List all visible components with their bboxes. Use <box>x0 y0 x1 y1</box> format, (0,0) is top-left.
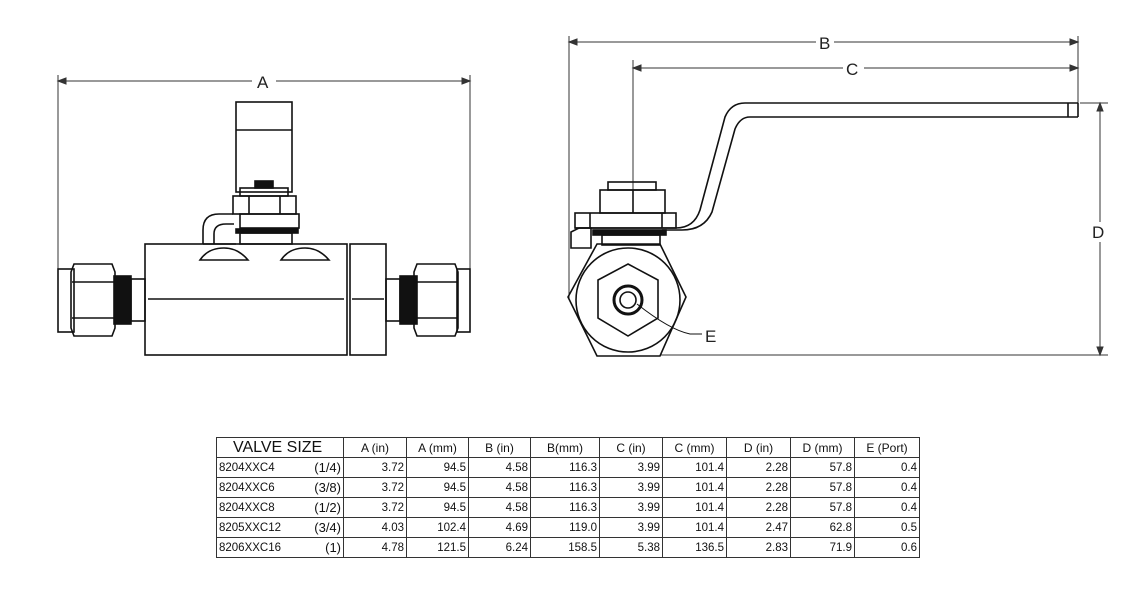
cell-model: 8206XXC16 <box>216 537 303 558</box>
cell-value: 4.03 <box>343 517 407 538</box>
cell-model: 8204XXC8 <box>216 497 303 518</box>
cell-value: 102.4 <box>406 517 469 538</box>
dimension-d <box>660 101 1108 357</box>
cell-value: 121.5 <box>406 537 469 558</box>
header-valve-size: VALVE SIZE <box>216 437 344 458</box>
cell-value: 116.3 <box>530 477 600 498</box>
dim-label-c: C <box>846 60 858 79</box>
cell-size: (3/4) <box>303 517 344 538</box>
cell-value: 3.72 <box>343 497 407 518</box>
cell-size: (1/4) <box>303 457 344 478</box>
cell-size: (1) <box>303 537 344 558</box>
cell-value: 94.5 <box>406 457 469 478</box>
cell-value: 71.9 <box>790 537 855 558</box>
header-c-mm: C (mm) <box>662 437 727 458</box>
cell-value: 5.38 <box>599 537 663 558</box>
cell-model: 8205XXC12 <box>216 517 303 538</box>
cell-value: 0.4 <box>854 477 920 498</box>
cell-value: 158.5 <box>530 537 600 558</box>
dim-label-d: D <box>1092 223 1104 242</box>
cell-value: 57.8 <box>790 477 855 498</box>
cell-model: 8204XXC6 <box>216 477 303 498</box>
cell-value: 4.78 <box>343 537 407 558</box>
cell-value: 2.47 <box>726 517 791 538</box>
cell-value: 101.4 <box>662 517 727 538</box>
cell-value: 0.6 <box>854 537 920 558</box>
cell-model: 8204XXC4 <box>216 457 303 478</box>
cell-value: 119.0 <box>530 517 600 538</box>
cell-value: 3.99 <box>599 497 663 518</box>
valve-technical-drawing: A B <box>56 34 1108 357</box>
cell-size: (1/2) <box>303 497 344 518</box>
cell-value: 4.69 <box>468 517 531 538</box>
header-e-port: E (Port) <box>854 437 920 458</box>
cell-value: 101.4 <box>662 457 727 478</box>
cell-value: 4.58 <box>468 457 531 478</box>
cell-value: 6.24 <box>468 537 531 558</box>
dimension-c <box>631 60 1080 190</box>
header-d-in: D (in) <box>726 437 791 458</box>
cell-value: 101.4 <box>662 477 727 498</box>
header-b-mm: B(mm) <box>530 437 600 458</box>
cell-value: 2.83 <box>726 537 791 558</box>
cell-value: 3.99 <box>599 477 663 498</box>
cell-value: 57.8 <box>790 497 855 518</box>
dimension-a <box>56 75 472 270</box>
cell-value: 3.72 <box>343 477 407 498</box>
cell-value: 4.58 <box>468 497 531 518</box>
cell-value: 0.4 <box>854 457 920 478</box>
cell-size: (3/8) <box>303 477 344 498</box>
cell-value: 0.5 <box>854 517 920 538</box>
cell-value: 57.8 <box>790 457 855 478</box>
dimension-b <box>567 36 1080 300</box>
dim-label-e: E <box>705 327 716 346</box>
cell-value: 136.5 <box>662 537 727 558</box>
valve-size-table: VALVE SIZE A (in) A (mm) B (in) B(mm) C … <box>216 437 920 558</box>
cell-value: 2.28 <box>726 477 791 498</box>
cell-value: 2.28 <box>726 457 791 478</box>
side-view: B C D E <box>567 34 1108 357</box>
cell-value: 3.99 <box>599 517 663 538</box>
dim-label-b: B <box>819 34 830 53</box>
header-b-in: B (in) <box>468 437 531 458</box>
table-header-row: VALVE SIZE A (in) A (mm) B (in) B(mm) C … <box>216 437 920 458</box>
cell-value: 94.5 <box>406 477 469 498</box>
cell-value: 94.5 <box>406 497 469 518</box>
header-a-in: A (in) <box>343 437 407 458</box>
header-c-in: C (in) <box>599 437 663 458</box>
cell-value: 62.8 <box>790 517 855 538</box>
dim-label-a: A <box>257 73 269 92</box>
front-view: A <box>56 73 472 356</box>
cell-value: 4.58 <box>468 477 531 498</box>
cell-value: 101.4 <box>662 497 727 518</box>
cell-value: 2.28 <box>726 497 791 518</box>
header-a-mm: A (mm) <box>406 437 469 458</box>
header-d-mm: D (mm) <box>790 437 855 458</box>
cell-value: 0.4 <box>854 497 920 518</box>
cell-value: 116.3 <box>530 497 600 518</box>
cell-value: 116.3 <box>530 457 600 478</box>
cell-value: 3.99 <box>599 457 663 478</box>
cell-value: 3.72 <box>343 457 407 478</box>
